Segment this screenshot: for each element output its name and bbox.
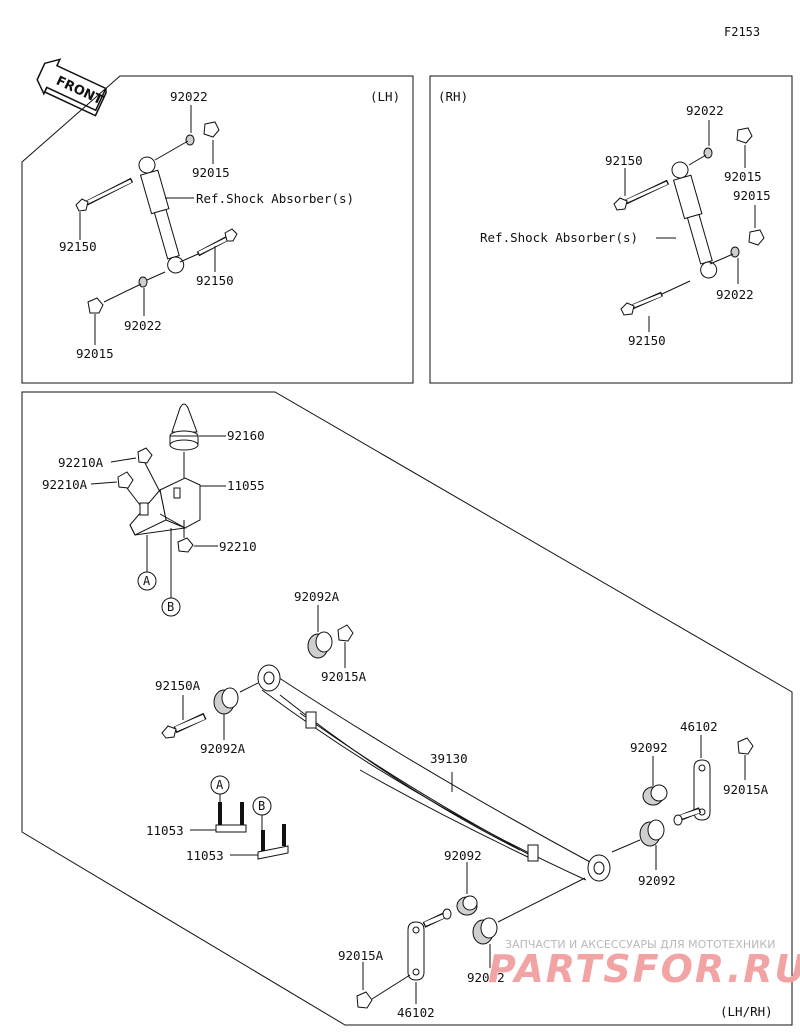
nut-92210a-upper (137, 447, 153, 464)
nut-92015a-right (737, 737, 754, 755)
rh-panel-border (429, 75, 793, 384)
part-92092-lower-lower: 92092 (467, 970, 505, 985)
part-11053-b: 11053 (186, 848, 224, 863)
part-92092-right-upper: 92092 (630, 740, 668, 755)
lh-part-92150-bottom: 92150 (196, 273, 234, 288)
lh-ref-shock-absorber: Ref.Shock Absorber(s) (196, 191, 354, 206)
lh-part-92150-top: 92150 (59, 239, 97, 254)
lh-part-92022-top: 92022 (170, 89, 208, 104)
rh-side-label: (RH) (438, 89, 468, 104)
rh-part-92015-top: 92015 (724, 169, 762, 184)
u-bolt-a (215, 802, 247, 833)
shackle-left (407, 921, 425, 981)
part-11055: 11055 (227, 478, 265, 493)
part-46102-left: 46102 (397, 1005, 435, 1020)
lh-nut-bottom (87, 297, 104, 314)
lh-washer-bottom (138, 276, 148, 288)
marker-b-upper (161, 597, 181, 617)
marker-b-lower-label: B (258, 799, 265, 813)
bottom-panel-border (21, 391, 793, 1026)
lh-bolt-top (75, 177, 134, 212)
lh-washer-top (185, 134, 195, 146)
rh-nut-bottom (748, 229, 765, 246)
nut-92210 (177, 537, 194, 553)
lh-panel-border (21, 75, 414, 384)
marker-a-lower-label: A (216, 778, 224, 792)
shackle-pin-left (422, 908, 452, 928)
rh-bolt-bottom (620, 291, 664, 316)
bushing-92092-right-lower (639, 819, 665, 847)
part-39130: 39130 (430, 751, 468, 766)
part-92150a: 92150A (155, 678, 201, 693)
nut-92015a-upper (337, 624, 354, 642)
part-92160: 92160 (227, 428, 265, 443)
lh-part-92015-top: 92015 (192, 165, 230, 180)
rh-bolt-top (613, 179, 670, 211)
lh-shock-absorber (138, 156, 185, 274)
bushing-92092-right-upper (642, 784, 668, 806)
part-92092a-lower: 92092A (200, 741, 246, 756)
spring-bracket (129, 477, 201, 536)
rh-washer-bottom (730, 246, 740, 258)
part-92210: 92210 (219, 539, 257, 554)
nut-92015a-lower (356, 991, 373, 1009)
lh-nut-top (203, 121, 220, 138)
shackle-pin-right (673, 807, 702, 826)
shackle-right (693, 759, 711, 821)
marker-a-upper-label: A (143, 574, 151, 588)
marker-b-lower (252, 796, 272, 816)
front-arrow: FRONT (36, 58, 107, 117)
part-92092-lower-upper: 92092 (444, 848, 482, 863)
rh-part-92022-top: 92022 (686, 103, 724, 118)
lh-part-92015-bottom: 92015 (76, 346, 114, 361)
bushing-92092-lower-lower (472, 917, 498, 945)
rh-part-92150-top: 92150 (605, 153, 643, 168)
rh-ref-shock-absorber: Ref.Shock Absorber(s) (480, 230, 638, 245)
part-92092a-upper: 92092A (294, 589, 340, 604)
watermark-brand: PARTSFOR.RU (488, 947, 800, 991)
part-11053-a: 11053 (146, 823, 184, 838)
part-92092-right-lower: 92092 (638, 873, 676, 888)
watermark-tagline: ЗАПЧАСТИ И АКСЕССУАРЫ ДЛЯ МОТОТЕХНИКИ (505, 938, 775, 951)
rh-nut-top (736, 127, 753, 144)
marker-a-upper (137, 571, 157, 591)
lh-side-label: (LH) (370, 89, 400, 104)
bump-stop (169, 403, 199, 451)
lh-bolt-bottom (196, 228, 238, 257)
bushing-92092-lower-upper (456, 895, 478, 916)
bottom-side-label: (LH/RH) (720, 1004, 773, 1019)
nut-92210a-lower (117, 471, 134, 489)
rh-part-92150-bottom: 92150 (628, 333, 666, 348)
bushing-92092a-lower (213, 687, 239, 715)
marker-a-lower (210, 775, 230, 795)
part-92015a-upper: 92015A (321, 669, 367, 684)
bolt-92150a (161, 712, 207, 739)
lh-panel: (LH) (21, 75, 414, 384)
part-92210a-lower: 92210A (42, 477, 88, 492)
rh-part-92022-bottom: 92022 (716, 287, 754, 302)
rh-panel: (RH) 92022 92150 (429, 75, 793, 384)
leaf-spring (257, 664, 611, 882)
part-46102-right: 46102 (680, 719, 718, 734)
marker-b-upper-label: B (167, 600, 174, 614)
part-92015a-lower: 92015A (338, 948, 384, 963)
u-bolt-b (257, 824, 289, 860)
part-92015a-right: 92015A (723, 782, 769, 797)
rh-shock-absorber (671, 161, 718, 279)
bottom-panel: (LH/RH) A (21, 391, 793, 1026)
figure-id: F2153 (724, 25, 760, 39)
lh-part-92022-bottom: 92022 (124, 318, 162, 333)
bushing-92092a-upper (307, 631, 333, 659)
part-92210a-upper: 92210A (58, 455, 104, 470)
rh-washer-top (703, 147, 713, 159)
rh-part-92015-bottom: 92015 (733, 188, 771, 203)
